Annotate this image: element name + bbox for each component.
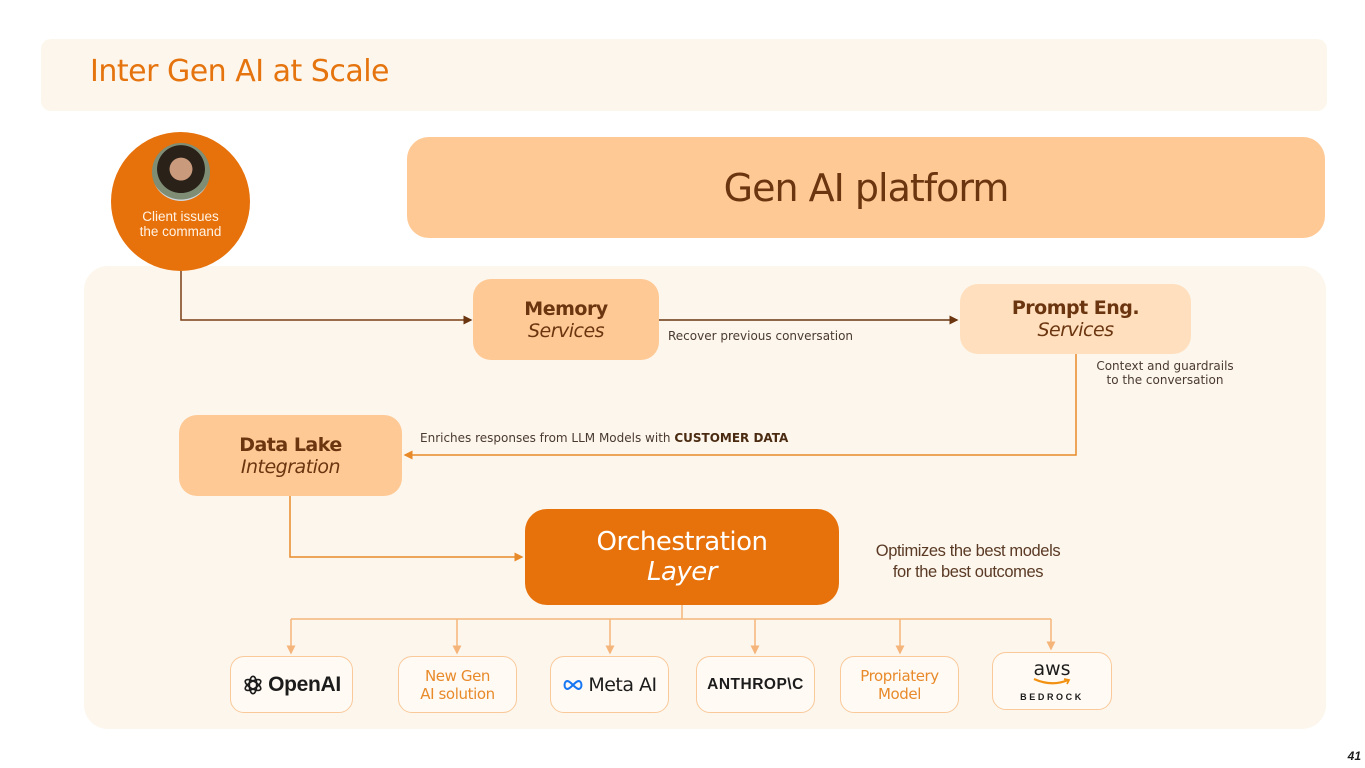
node-title: Orchestration: [596, 527, 768, 557]
platform-title: Gen AI platform: [723, 165, 1010, 210]
node-subtitle: Services: [527, 319, 605, 342]
openai-logo-icon: [244, 674, 262, 695]
aws-smile-icon: [1033, 678, 1071, 685]
node-subtitle: Services: [1037, 319, 1114, 341]
prompt-label: Context and guardrails to the conversati…: [1096, 359, 1234, 387]
node-subtitle: Layer: [647, 557, 718, 587]
platform-banner: Gen AI platform: [407, 137, 1325, 238]
model-anthropic: ANTHROP\C: [696, 656, 815, 713]
client-node: Client issues the command: [111, 132, 250, 271]
datalake-label: Enriches responses from LLM Models with …: [420, 431, 789, 445]
node-title: Prompt Eng.: [1011, 297, 1140, 319]
client-label: Client issues the command: [139, 209, 222, 239]
model-openai: OpenAI: [230, 656, 353, 713]
model-aws-bedrock: aws BEDROCK: [992, 652, 1112, 710]
memory-to-prompt-label: Recover previous conversation: [668, 329, 854, 343]
node-title: Data Lake: [239, 433, 342, 456]
data-lake-node: Data Lake Integration: [179, 415, 402, 496]
model-proprietary: Propriatery Model: [840, 656, 959, 713]
slide-title: Inter Gen AI at Scale: [90, 54, 390, 89]
prompt-eng-node: Prompt Eng. Services: [960, 284, 1191, 354]
model-meta-ai: Meta AI: [550, 656, 669, 713]
client-avatar: [151, 143, 210, 201]
node-subtitle: Integration: [240, 455, 341, 478]
node-title: Memory: [524, 297, 608, 320]
page-number: 41: [1347, 749, 1361, 763]
orchestration-layer-node: Orchestration Layer: [525, 509, 839, 605]
memory-services-node: Memory Services: [473, 279, 659, 360]
orchestration-label: Optimizes the best models for the best o…: [875, 542, 1061, 581]
meta-infinity-icon: [563, 679, 583, 690]
model-new-gen-ai: New Gen AI solution: [398, 656, 517, 713]
title-bar: [41, 39, 1327, 111]
